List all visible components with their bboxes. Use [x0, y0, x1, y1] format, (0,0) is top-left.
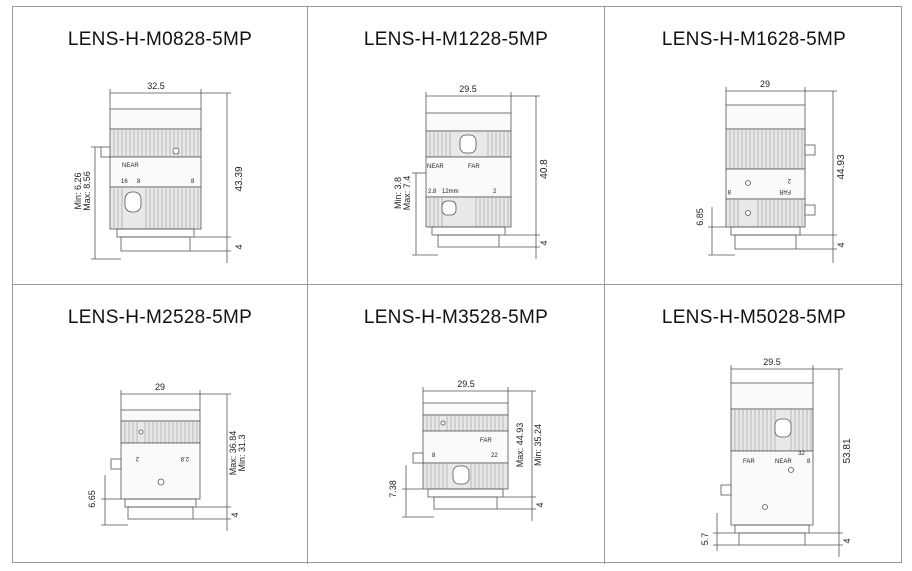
dim-width: 29.5: [457, 379, 475, 389]
dim-width: 29.5: [763, 357, 781, 367]
dim-min: Min: 31.3: [237, 434, 247, 471]
far-mark: FAR: [480, 438, 492, 444]
focus-mark: 8: [727, 188, 731, 194]
lens-drawing-grid: LENS-H-M0828-5MP: [12, 6, 903, 564]
dim-flange: 4: [234, 244, 244, 249]
dim-height: 53.81: [842, 438, 853, 463]
focus-mark: 32: [798, 451, 805, 457]
lens-model-title: LENS-H-M1628-5MP: [661, 29, 847, 50]
dim-flange: 4: [539, 240, 549, 245]
focus-mark: 2: [787, 177, 791, 183]
lens-cell-m1228: LENS-H-M1228-5MP: [308, 7, 605, 285]
dim-flange: 4: [842, 538, 852, 543]
far-mark: FAR: [743, 459, 755, 465]
near-mark: NEAR: [427, 164, 444, 170]
dim-min: Min: 3.8: [393, 177, 403, 209]
lens-drawing-m1628: 29 44.93 4 6.85 2 FAR 8: [695, 79, 847, 263]
far-mark: FAR: [779, 188, 791, 194]
focus-mark: 12mm: [442, 189, 459, 195]
lens-cell-m1628: LENS-H-M1628-5MP: [605, 7, 903, 285]
dim-flange: 4: [230, 512, 240, 517]
lens-cell-m3528: LENS-H-M3528-5MP: [308, 285, 605, 564]
dim-min: Min: 35.24: [533, 424, 543, 466]
dim-flange: 4: [836, 242, 846, 247]
lens-drawing-m5028: 29.5 53.81 4 5.7 FAR NEAR 32 8: [700, 357, 853, 557]
lens-cell-m5028: LENS-H-M5028-5MP: [605, 285, 903, 564]
focus-mark: 2: [493, 189, 497, 195]
dim-width: 32.5: [147, 81, 165, 91]
lens-model-title: LENS-H-M2528-5MP: [67, 307, 253, 328]
near-mark: NEAR: [122, 163, 139, 169]
lens-drawing-m2528: 29 Max: 36.84 Min: 31.3 4 6.65 2.8 2: [87, 382, 247, 531]
focus-mark: 8: [137, 179, 141, 185]
lens-cell-m2528: LENS-H-M2528-5MP: [13, 285, 308, 564]
near-mark: NEAR: [775, 459, 792, 465]
dim-back: 7.38: [388, 480, 398, 498]
lens-model-title: LENS-H-M3528-5MP: [363, 307, 549, 328]
lens-model-title: LENS-H-M5028-5MP: [661, 307, 847, 328]
dim-width: 29.5: [459, 84, 477, 94]
lens-drawing-m1228: 29.5 40.8 4 Min: 3.8 Max: 7.4 NEAR FAR 2…: [393, 84, 550, 259]
dim-height: 40.8: [539, 159, 550, 179]
lens-model-title: LENS-H-M1228-5MP: [363, 29, 549, 50]
dim-height: 44.93: [836, 154, 847, 179]
dim-back: 6.65: [87, 490, 97, 508]
dim-height: 43.39: [234, 166, 245, 191]
dim-back: 6.85: [695, 208, 705, 226]
focus-mark: 16: [121, 179, 128, 185]
dim-min: Min: 6.26: [73, 172, 83, 209]
dim-max: Max: 7.4: [402, 176, 412, 211]
lens-drawing-m0828: 32.5 43.39 4 Min: 6.26 Max: 8.56 NEAR 16…: [73, 81, 245, 263]
focus-mark: 22: [491, 453, 498, 459]
focus-mark: 2.8: [180, 455, 189, 461]
dim-max: Max: 8.56: [82, 171, 92, 211]
focus-mark: 8: [807, 459, 811, 465]
far-mark: FAR: [468, 164, 480, 170]
dim-width: 29: [155, 382, 165, 392]
dim-max: Max: 44.93: [515, 423, 525, 468]
lens-model-title: LENS-H-M0828-5MP: [67, 29, 253, 50]
lens-drawing-m3528: 29.5 Max: 44.93 Min: 35.24 4 7.38 FAR 22…: [388, 379, 545, 521]
dim-max: Max: 36.84: [228, 431, 238, 476]
focus-mark: 2: [135, 455, 139, 461]
focus-mark: 8: [191, 179, 195, 185]
focus-mark: 8: [432, 453, 436, 459]
dim-back: 5.7: [700, 533, 710, 546]
dim-flange: 4: [535, 502, 545, 507]
lens-cell-m0828: LENS-H-M0828-5MP: [13, 7, 308, 285]
focus-mark: 2.8: [428, 189, 437, 195]
dim-width: 29: [760, 79, 770, 89]
